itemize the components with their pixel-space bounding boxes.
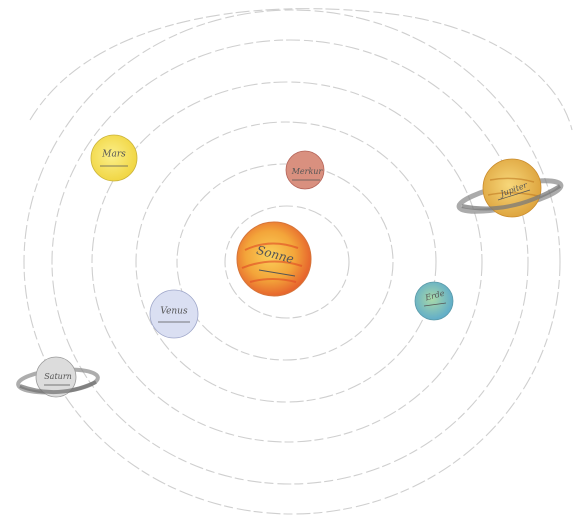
saturn: Saturn [16, 356, 100, 398]
orbit-6 [23, 9, 561, 515]
orbit-5 [51, 39, 529, 485]
orbits [23, 8, 573, 515]
venus-label: Venus [160, 307, 188, 317]
mercury-label: Merkur [291, 167, 324, 176]
jupiter: Jupiter [456, 158, 564, 218]
earth: Erde [414, 281, 454, 321]
orbit-4 [91, 81, 483, 443]
venus: Venus [149, 289, 199, 339]
sun: Sonne [236, 221, 312, 297]
orbit-2 [176, 163, 394, 361]
orbit-3 [135, 121, 437, 403]
orbit-1 [224, 205, 350, 319]
mars-label: Mars [101, 150, 126, 160]
orbit-7 [29, 8, 573, 131]
mars: Mars [90, 134, 138, 182]
saturn-label: Saturn [44, 372, 72, 381]
mercury: Merkur [285, 150, 325, 190]
